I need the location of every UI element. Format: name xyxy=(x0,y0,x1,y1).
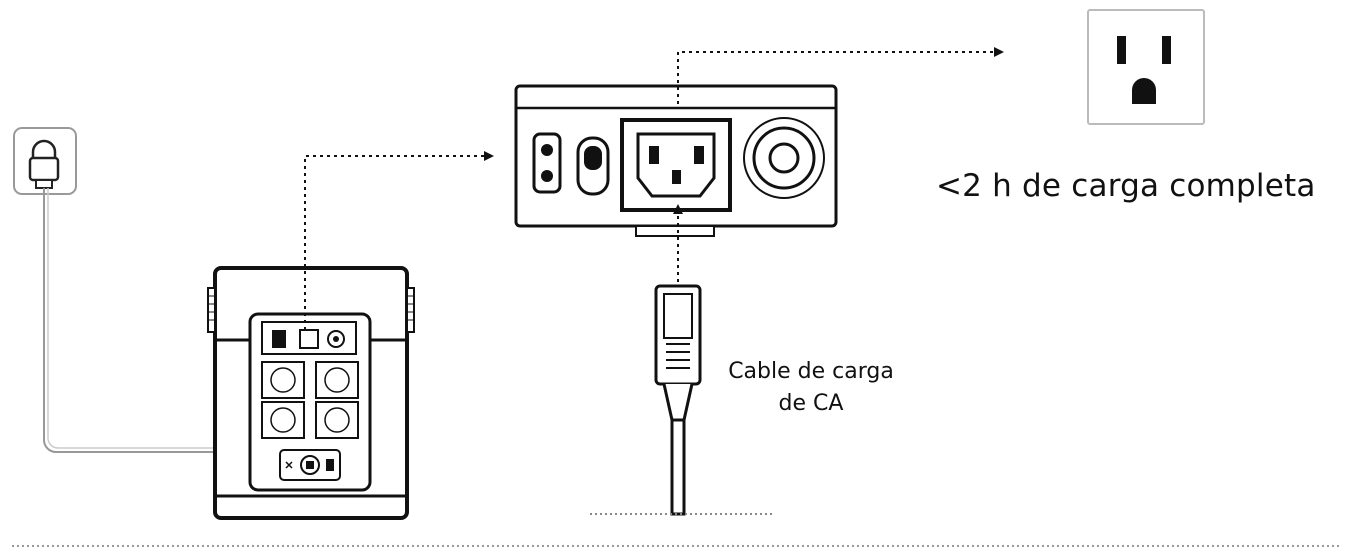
wall-outlet-icon xyxy=(1087,9,1205,125)
charge-time-label: <2 h de carga completa xyxy=(936,168,1316,204)
ac-cable-plug-icon xyxy=(590,204,774,516)
wall-to-station-cable xyxy=(43,188,290,453)
ac-cable-label: Cable de carga de CA xyxy=(706,356,916,420)
ac-cable-label-line2: de CA xyxy=(778,391,844,416)
wall-plug-icon xyxy=(13,127,77,195)
power-station-icon xyxy=(207,266,415,520)
ac-cable-label-line1: Cable de carga xyxy=(728,359,894,384)
ac-input-panel-icon xyxy=(514,84,838,237)
panel-to-outlet-arrow xyxy=(677,47,1004,104)
station-to-panel-arrow xyxy=(304,151,494,330)
